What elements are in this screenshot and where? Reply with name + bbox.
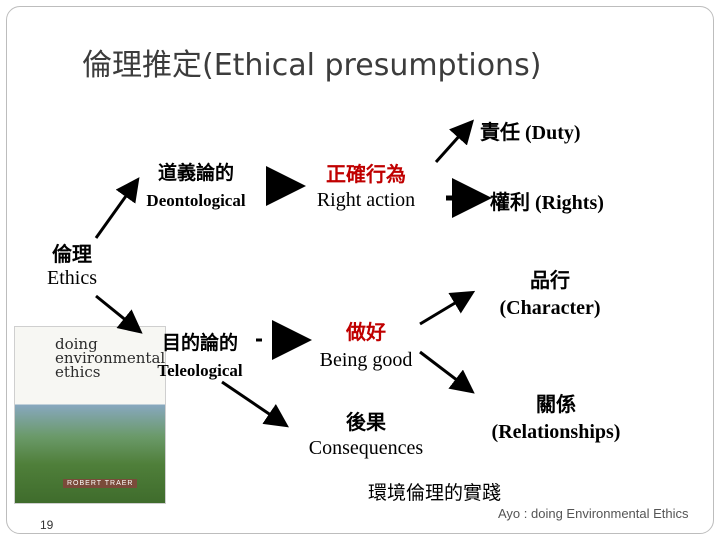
node-teleological: 目的論的 Teleological <box>157 328 242 381</box>
arrow-ethics-deontological <box>96 182 136 238</box>
node-teleological-en: Teleological <box>157 361 242 381</box>
node-right-action-zh: 正確行為 <box>317 158 415 187</box>
caption: 環境倫理的實踐 <box>368 478 501 505</box>
node-ethics: 倫理 Ethics <box>47 238 97 290</box>
node-character-zh: 品行 <box>499 264 600 293</box>
node-right-action-en: Right action <box>317 189 415 212</box>
footer-credit: Ayo : doing Environmental Ethics <box>498 506 689 521</box>
node-consequences-en: Consequences <box>309 437 423 460</box>
arrow-teleological-consequences <box>222 382 284 424</box>
node-right-action: 正確行為 Right action <box>317 158 415 212</box>
page-number: 19 <box>40 518 53 532</box>
node-duty-label: 責任 (Duty) <box>480 116 581 145</box>
node-duty: 責任 (Duty) <box>480 116 581 145</box>
node-character: 品行 (Character) <box>499 264 600 320</box>
node-relationships-en: (Relationships) <box>492 421 621 444</box>
node-being-good-en: Being good <box>320 349 413 372</box>
node-teleological-zh: 目的論的 <box>157 328 242 355</box>
node-deontological-zh: 道義論的 <box>146 158 245 185</box>
arrow-being-good-relationships <box>420 352 470 390</box>
node-being-good: 做好 Being good <box>320 316 413 372</box>
node-being-good-zh: 做好 <box>320 316 413 345</box>
node-consequences: 後果 Consequences <box>309 406 423 460</box>
caption-text: 環境倫理的實踐 <box>368 478 501 505</box>
node-ethics-zh: 倫理 <box>47 238 97 267</box>
node-ethics-en: Ethics <box>47 267 97 290</box>
node-consequences-zh: 後果 <box>309 406 423 435</box>
node-rights: 權利 (Rights) <box>490 186 604 215</box>
node-deontological: 道義論的 Deontological <box>146 158 245 211</box>
node-rights-label: 權利 (Rights) <box>490 186 604 215</box>
arrow-being-good-character <box>420 294 470 324</box>
arrow-ethics-teleological <box>96 296 138 330</box>
node-relationships-zh: 關係 <box>492 388 621 417</box>
node-character-en: (Character) <box>499 297 600 320</box>
arrow-right-action-duty <box>436 124 470 162</box>
node-relationships: 關係 (Relationships) <box>492 388 621 444</box>
node-deontological-en: Deontological <box>146 191 245 211</box>
